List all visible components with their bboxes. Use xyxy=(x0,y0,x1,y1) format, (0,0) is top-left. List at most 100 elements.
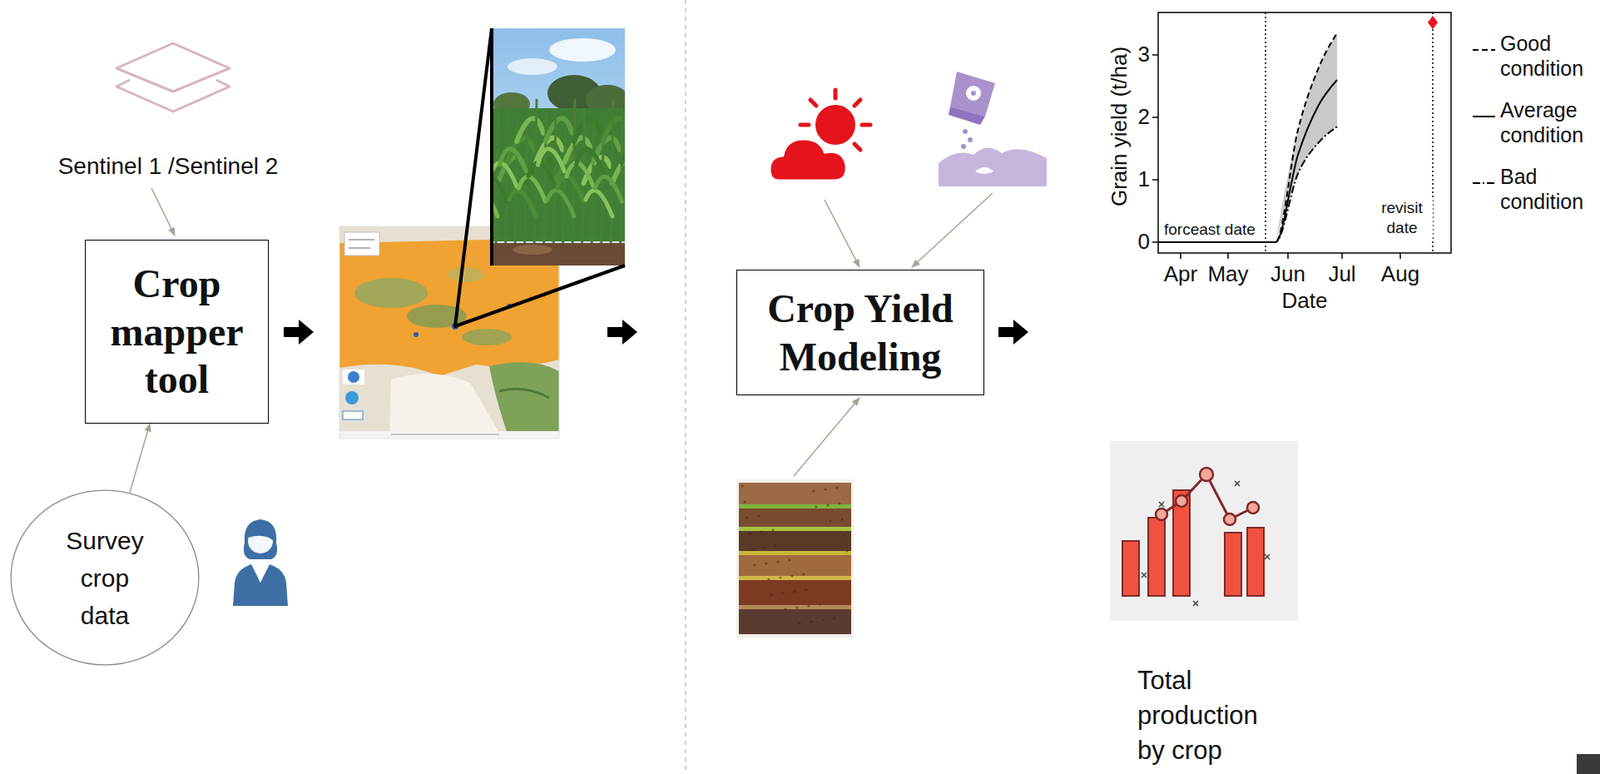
crop-map xyxy=(342,369,365,385)
soil-layers xyxy=(747,531,751,535)
soil-layers xyxy=(845,549,848,552)
tick-label: May xyxy=(1207,261,1249,288)
soil-layers xyxy=(738,508,852,527)
soil-layers xyxy=(828,519,832,522)
tick-label: 3 xyxy=(1138,41,1150,68)
chart-annotation: revisit date xyxy=(1371,198,1433,238)
soil-layers xyxy=(778,575,782,579)
soil-layers xyxy=(738,554,852,576)
person-icon xyxy=(243,519,278,560)
leader-line xyxy=(824,199,860,268)
soil-layers xyxy=(790,574,793,577)
maize-photo xyxy=(512,244,553,255)
crop-map xyxy=(339,430,560,439)
soil-layers xyxy=(776,559,779,563)
soil-layers xyxy=(752,563,756,566)
soil-layers xyxy=(771,528,774,531)
soil-layers xyxy=(787,558,791,561)
production-icon xyxy=(1247,501,1259,514)
fertilizer-icon xyxy=(960,128,973,149)
yield-chart xyxy=(1399,252,1402,259)
maize-photo xyxy=(491,28,625,266)
maize-photo xyxy=(622,138,626,163)
maize-photo xyxy=(516,118,544,142)
production-icon xyxy=(1224,532,1242,596)
soil-layers xyxy=(835,485,838,489)
zoom-wedge xyxy=(455,28,625,327)
soil-layers xyxy=(738,579,852,605)
yield-chart xyxy=(1152,12,1452,259)
soil-layers xyxy=(802,572,805,575)
soil-layers xyxy=(781,591,784,595)
production-icon xyxy=(1199,467,1214,481)
soil-layers xyxy=(738,604,852,610)
crop-map xyxy=(489,361,560,439)
soil-layers xyxy=(750,547,753,550)
tick-label: Aug xyxy=(1381,261,1420,288)
maize-photo xyxy=(563,129,566,250)
maize-photo xyxy=(500,148,527,172)
legend-text: Good condition xyxy=(1500,30,1599,81)
production-icon xyxy=(1141,572,1147,578)
soil-layers xyxy=(740,484,744,487)
crop-map xyxy=(347,371,360,383)
soil-layers xyxy=(738,575,852,580)
yield-chart xyxy=(1152,178,1159,181)
layers-icon xyxy=(116,43,230,92)
weather-icon xyxy=(768,138,848,182)
tick-label: Jun xyxy=(1270,261,1306,288)
soil-layers xyxy=(795,605,798,609)
soil-layers xyxy=(738,526,852,531)
production-icon xyxy=(1141,480,1270,606)
yield-chart xyxy=(1152,54,1159,56)
maize-photo xyxy=(620,109,624,250)
soil-layers xyxy=(804,588,808,591)
flow-arrow xyxy=(283,319,314,345)
soil-layers xyxy=(814,505,818,508)
production-icon xyxy=(1155,508,1168,521)
zoom-wedge xyxy=(490,28,494,266)
maize-photo xyxy=(491,28,625,266)
soil-layers xyxy=(738,482,852,505)
maize-photo xyxy=(566,163,594,187)
satellite-label: Sentinel 1 /Sentinel 2 xyxy=(58,152,279,181)
weather-icon xyxy=(861,123,871,128)
yield-chart xyxy=(1158,126,1338,243)
crop-map xyxy=(348,247,371,249)
soil-layers xyxy=(764,561,768,565)
production-icon xyxy=(1193,600,1199,606)
tick-label: 2 xyxy=(1138,104,1150,130)
maize-photo xyxy=(509,190,536,217)
soil-layers xyxy=(837,501,841,505)
flow-arrow xyxy=(607,319,638,345)
person-icon xyxy=(232,564,288,606)
axis-title: Grain yield (t/ha) xyxy=(1106,46,1133,207)
maize-photo xyxy=(525,129,528,250)
legend-sample xyxy=(1472,115,1496,118)
maize-photo xyxy=(610,99,614,250)
crop-map xyxy=(344,232,380,256)
soil-layers xyxy=(821,618,824,621)
maize-photo xyxy=(572,99,575,250)
soil-layers xyxy=(773,544,777,547)
yield-chart xyxy=(1264,12,1267,253)
maize-photo xyxy=(495,99,499,250)
corner-mark xyxy=(1576,753,1600,774)
soil-layers xyxy=(738,550,852,555)
maize-photo xyxy=(544,109,547,250)
production-icon xyxy=(1247,527,1264,596)
output-label: Total production by crop xyxy=(1137,663,1283,768)
legend-text: Bad condition xyxy=(1500,163,1599,214)
fertilizer-icon xyxy=(938,71,1047,187)
chart-annotation: forceast date xyxy=(1162,220,1258,240)
layers-icon xyxy=(116,43,230,112)
yield-chart xyxy=(1158,12,1452,253)
production-icon xyxy=(1234,480,1240,486)
weather-icon xyxy=(854,99,861,106)
maize-photo xyxy=(491,242,625,266)
fertilizer-icon xyxy=(967,137,973,143)
fertilizer-icon xyxy=(970,90,976,96)
process-box: Crop mapper tool xyxy=(84,239,269,424)
process-box: Crop Yield Modeling xyxy=(736,269,985,396)
soil-layers xyxy=(738,504,852,509)
